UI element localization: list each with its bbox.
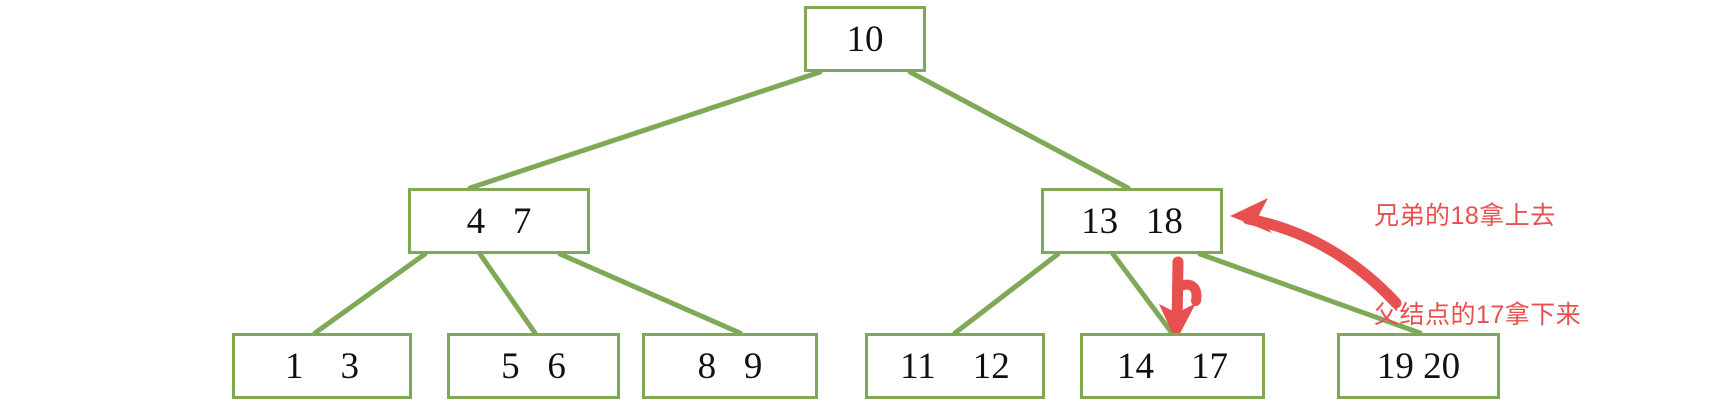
down-arrow-to-leaf-node: [1159, 256, 1202, 341]
tree-node-int-right: 13 18: [1041, 188, 1223, 254]
annotation-line-1: 兄弟的18拿上去: [1374, 202, 1556, 230]
tree-node-leaf-5-6: 5 6: [447, 333, 620, 399]
tree-node-leaf-19-20: 19 20: [1337, 333, 1500, 399]
tree-edges: [312, 69, 1423, 336]
edge-int-right-to-leaf-14-17: [1110, 251, 1175, 336]
edge-int-left-to-leaf-5-6: [477, 251, 538, 336]
curved-arrow-shaft: [1242, 213, 1402, 309]
edge-int-right-to-leaf-19-20: [1197, 251, 1423, 336]
edge-root-to-int-right: [907, 69, 1131, 191]
annotation-text: 兄弟的18拿上去 父结点的17拿下来: [1374, 134, 1581, 398]
annotation-line-2: 父结点的17拿下来: [1374, 301, 1582, 329]
tree-node-int-left: 4 7: [408, 188, 590, 254]
edge-int-left-to-leaf-8-9: [557, 251, 743, 336]
edge-root-to-int-left: [467, 69, 823, 191]
edge-int-left-to-leaf-1-3: [312, 251, 428, 336]
tree-node-leaf-1-3: 1 3: [232, 333, 412, 399]
tree-node-leaf-8-9: 8 9: [642, 333, 818, 399]
tree-node-leaf-14-17: 14 17: [1080, 333, 1265, 399]
tree-node-root: 10: [804, 6, 926, 72]
edge-int-right-to-leaf-11-12: [952, 251, 1061, 336]
down-arrow-head: [1159, 303, 1196, 341]
curved-arrow-to-parent-node: [1230, 198, 1402, 309]
curved-arrow-head: [1230, 198, 1272, 233]
down-arrow-hook: [1172, 279, 1202, 306]
tree-node-leaf-11-12: 11 12: [865, 333, 1045, 399]
